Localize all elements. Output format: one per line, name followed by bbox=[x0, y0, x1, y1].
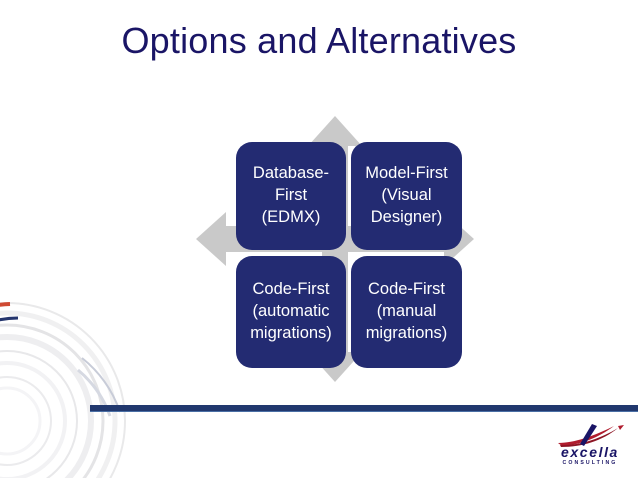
excella-swoosh-icon bbox=[558, 424, 624, 447]
quadrant-line: Model-First bbox=[365, 164, 448, 183]
quadrant-line: migrations) bbox=[250, 323, 332, 342]
decorative-swirl-graphic bbox=[0, 302, 126, 478]
horizontal-rule bbox=[90, 405, 638, 412]
quadrant-line: Code-First bbox=[252, 280, 330, 299]
logo-wordmark: excella bbox=[561, 444, 619, 460]
quadrant-line: (automatic bbox=[252, 302, 330, 321]
quadrant-line: Database- bbox=[252, 164, 330, 183]
matrix-quadrant-database-first[interactable]: Database- First (EDMX) bbox=[236, 142, 346, 250]
matrix-quadrant-code-first-automatic[interactable]: Code-First (automatic migrations) bbox=[236, 256, 346, 368]
matrix-quadrant-model-first[interactable]: Model-First (Visual Designer) bbox=[351, 142, 462, 250]
logo-subtext: CONSULTING bbox=[562, 460, 618, 466]
matrix-quadrant-code-first-manual[interactable]: Code-First (manual migrations) bbox=[351, 256, 462, 368]
quadrant-line: (EDMX) bbox=[261, 207, 321, 226]
excella-logo: excella CONSULTING bbox=[548, 424, 632, 470]
quadrant-line: (Visual bbox=[381, 186, 432, 205]
options-matrix-diagram: Database- First (EDMX) Model-First (Visu… bbox=[190, 110, 480, 395]
quadrant-line: (manual bbox=[376, 302, 437, 321]
quadrant-line: Designer) bbox=[370, 207, 443, 226]
page-title: Options and Alternatives bbox=[121, 20, 517, 61]
quadrant-line: First bbox=[274, 186, 308, 205]
quadrant-line: Code-First bbox=[367, 280, 445, 299]
quadrant-line: migrations) bbox=[365, 323, 448, 342]
